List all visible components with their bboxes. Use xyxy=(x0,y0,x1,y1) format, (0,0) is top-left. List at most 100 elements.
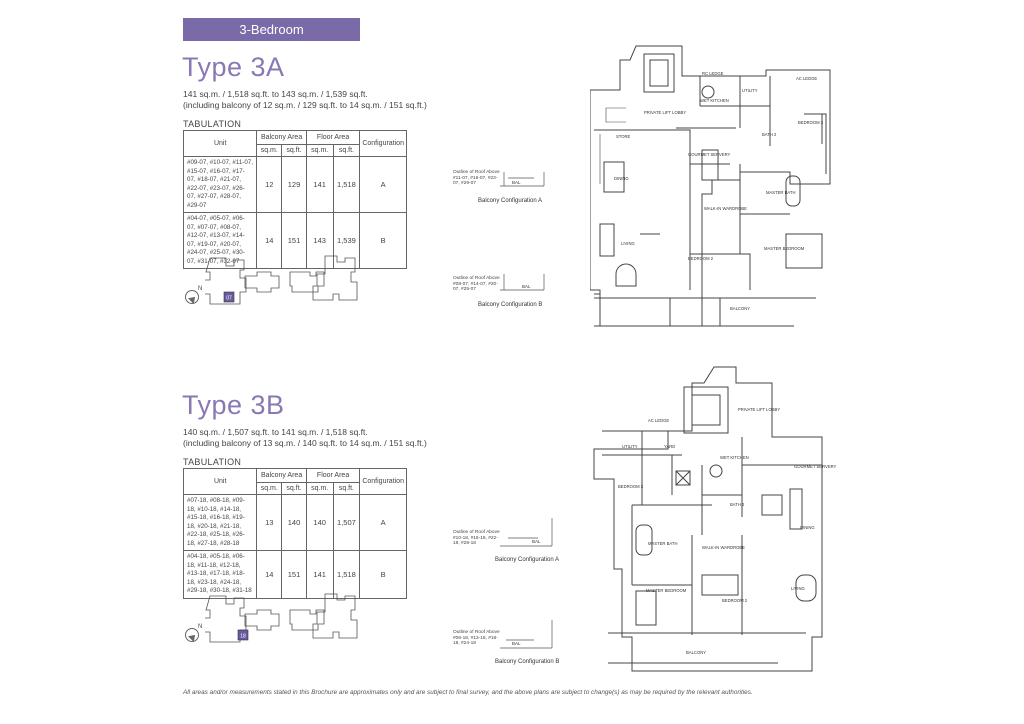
balcony-a-caption: Balcony Configuration A xyxy=(495,557,560,563)
col-floor-area: Floor Area xyxy=(305,130,361,145)
label-master-bath: MASTER BATH xyxy=(766,190,796,195)
unit-list: #09-07, #10-07, #11-07, #15-07, #16-07, … xyxy=(182,156,258,213)
label-balcony: BALCONY xyxy=(686,650,707,655)
floor-sqft: 1,507 xyxy=(332,494,361,551)
compass-icon xyxy=(185,290,199,304)
col-balcony-area: Balcony Area xyxy=(256,468,307,483)
compass-north-label: N xyxy=(198,286,203,292)
label-living: LIVING xyxy=(791,586,805,591)
label-utility: UTILITY xyxy=(622,444,638,449)
label-store: STORE xyxy=(616,134,631,139)
label-ac-ledge: AC LEDGE xyxy=(648,418,670,423)
col-balcony-area: Balcony Area xyxy=(256,130,307,145)
label-living: LIVING xyxy=(621,241,635,246)
label-wet-kitchen: WET KITCHEN xyxy=(720,455,749,460)
type-3a-floor-plan xyxy=(590,45,831,327)
balcony-b-roof-note: Outline of Roof Above #06-18, #13-18, #1… xyxy=(453,630,500,647)
sub-sqft: sq.ft. xyxy=(332,482,361,495)
type-3a-key-plan: 07 xyxy=(205,255,358,305)
label-rc-ledge: RC LEDGE xyxy=(702,71,724,76)
label-walk-in-wardrobe: WALK-IN WARDROBE xyxy=(702,545,745,550)
label-master-bedroom: MASTER BEDROOM xyxy=(646,588,687,593)
unit-list: #07-18, #08-18, #09-18, #10-18, #14-18, … xyxy=(182,494,258,551)
bal-label: BAL xyxy=(512,180,521,185)
label-dining: DINING xyxy=(800,525,815,530)
sub-sqft: sq.ft. xyxy=(281,144,307,157)
balcony-config-a-figure: BAL xyxy=(500,518,553,547)
sub-sqm: sq.m. xyxy=(256,144,283,157)
unit-list: #04-07, #05-07, #06-07, #07-07, #08-07, … xyxy=(182,212,258,269)
label-private-lift-lobby: PRIVATE LIFT LOBBY xyxy=(738,407,781,412)
type-3b-key-plan: 18 xyxy=(205,593,358,643)
balcony-config-a-figure: BAL xyxy=(500,172,545,187)
type-3a-tabulation-table: Unit Balcony Area Floor Area Configurati… xyxy=(182,130,407,269)
floor-sqft: 1,518 xyxy=(332,156,361,213)
col-floor-area: Floor Area xyxy=(305,468,361,483)
configuration: B xyxy=(359,550,407,599)
col-unit: Unit xyxy=(182,468,258,495)
balcony-a-caption: Balcony Configuration A xyxy=(478,198,543,204)
label-bedroom-2: BEDROOM 2 xyxy=(722,598,748,603)
bal-label: BAL xyxy=(532,539,541,544)
configuration: A xyxy=(359,156,407,213)
type-3b-tabulation-label: TABULATION xyxy=(183,457,242,467)
label-walk-in-wardrobe: WALK-IN WARDROBE xyxy=(704,206,747,211)
balcony-sqft: 129 xyxy=(281,156,307,213)
sub-sqm: sq.m. xyxy=(305,144,334,157)
balcony-sqm: 13 xyxy=(256,494,283,551)
label-bedroom-3: BEDROOM 3 xyxy=(618,484,644,489)
type-3a-area-line-1: 141 sq.m. / 1,518 sq.ft. to 143 sq.m. / … xyxy=(183,89,368,99)
label-bedroom-2: BEDROOM 2 xyxy=(688,256,714,261)
unit-list: #04-18, #05-18, #06-18, #11-18, #12-18, … xyxy=(182,550,258,599)
type-3b-area-line-2: (including balcony of 13 sq.m. / 140 sq.… xyxy=(183,438,427,448)
table-row: #09-07, #10-07, #11-07, #15-07, #16-07, … xyxy=(182,156,407,213)
label-yard: YARD xyxy=(664,444,676,449)
type-3a-tabulation-label: TABULATION xyxy=(183,119,242,129)
sub-sqft: sq.ft. xyxy=(281,482,307,495)
balcony-sqft: 151 xyxy=(281,550,307,599)
type-3b-title: Type 3B xyxy=(182,390,285,420)
compass-icon xyxy=(185,628,199,642)
balcony-sqft: 151 xyxy=(281,212,307,269)
col-unit: Unit xyxy=(182,130,258,157)
col-configuration: Configuration xyxy=(359,468,407,495)
label-dining: DINING xyxy=(614,176,629,181)
compass-north-label: N xyxy=(198,624,203,630)
floor-sqm: 141 xyxy=(305,156,334,213)
label-private-lift-lobby: PRIVATE LIFT LOBBY xyxy=(644,110,687,115)
balcony-a-roof-note: Outline of Roof Above #11-07, #16-07, #2… xyxy=(453,170,500,187)
table-row: #07-18, #08-18, #09-18, #10-18, #14-18, … xyxy=(182,494,407,551)
label-ac-ledge: AC LEDGE xyxy=(796,76,818,81)
disclaimer-footer: All areas and/or measurements stated in … xyxy=(183,689,753,696)
floor-sqft: 1,518 xyxy=(332,550,361,599)
balcony-sqm: 14 xyxy=(256,212,283,269)
balcony-config-b-figure: BAL xyxy=(500,274,545,291)
balcony-sqm: 14 xyxy=(256,550,283,599)
label-bath-2: BATH 2 xyxy=(730,502,745,507)
section-badge: 3-Bedroom xyxy=(183,18,360,41)
bal-label: BAL xyxy=(522,284,531,289)
type-3b-tabulation-table: Unit Balcony Area Floor Area Configurati… xyxy=(182,468,407,599)
label-bedroom-3: BEDROOM 3 xyxy=(798,120,824,125)
label-master-bath: MASTER BATH xyxy=(648,541,678,546)
type-3a-area-line-2: (including balcony of 12 sq.m. / 129 sq.… xyxy=(183,100,427,110)
type-3a-title: Type 3A xyxy=(182,52,285,82)
configuration: B xyxy=(359,212,407,269)
floor-sqft: 1,539 xyxy=(332,212,361,269)
key-plan-unit-label: 18 xyxy=(240,634,246,640)
label-bath-2: BATH 2 xyxy=(762,132,777,137)
table-row: #04-07, #05-07, #06-07, #07-07, #08-07, … xyxy=(182,212,407,269)
table-row: #04-18, #05-18, #06-18, #11-18, #12-18, … xyxy=(182,550,407,599)
type-3b-area-line-1: 140 sq.m. / 1,507 sq.ft. to 141 sq.m. / … xyxy=(183,427,368,437)
balcony-b-roof-note: Outline of Roof Above #08-07, #14-07, #2… xyxy=(453,276,500,293)
label-balcony: BALCONY xyxy=(730,306,751,311)
floor-sqm: 140 xyxy=(305,494,334,551)
label-master-bedroom: MASTER BEDROOM xyxy=(764,246,805,251)
balcony-b-caption: Balcony Configuration B xyxy=(495,659,560,665)
sub-sqm: sq.m. xyxy=(305,482,334,495)
sub-sqm: sq.m. xyxy=(256,482,283,495)
label-gourmet-servery: GOURMET SERVERY xyxy=(794,464,837,469)
configuration: A xyxy=(359,494,407,551)
label-utility: UTILITY xyxy=(742,88,758,93)
balcony-a-roof-note: Outline of Roof Above #10-18, #16-18, #2… xyxy=(453,530,500,547)
